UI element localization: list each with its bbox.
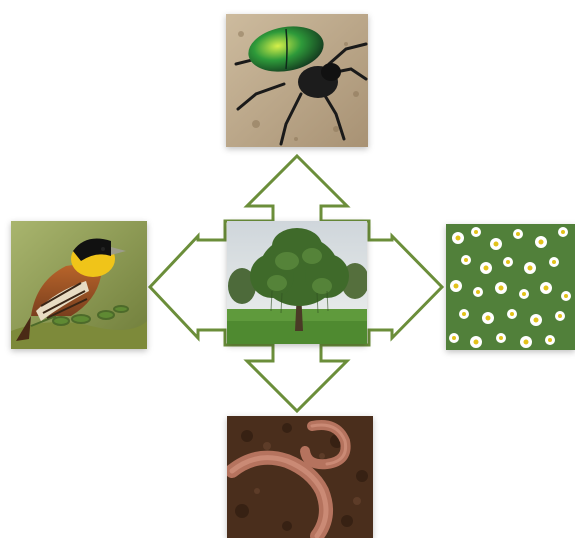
earthworm-photo-panel [227,416,373,538]
beetle-icon [226,14,368,147]
flowers-photo-panel [446,224,575,350]
flowers-icon [446,224,575,350]
bird-icon [11,221,147,349]
earthworm-icon [227,416,373,538]
beetle-photo-panel [226,14,368,147]
tree-icon [227,221,367,344]
tree-photo-panel [227,221,367,344]
bird-photo-panel [11,221,147,349]
